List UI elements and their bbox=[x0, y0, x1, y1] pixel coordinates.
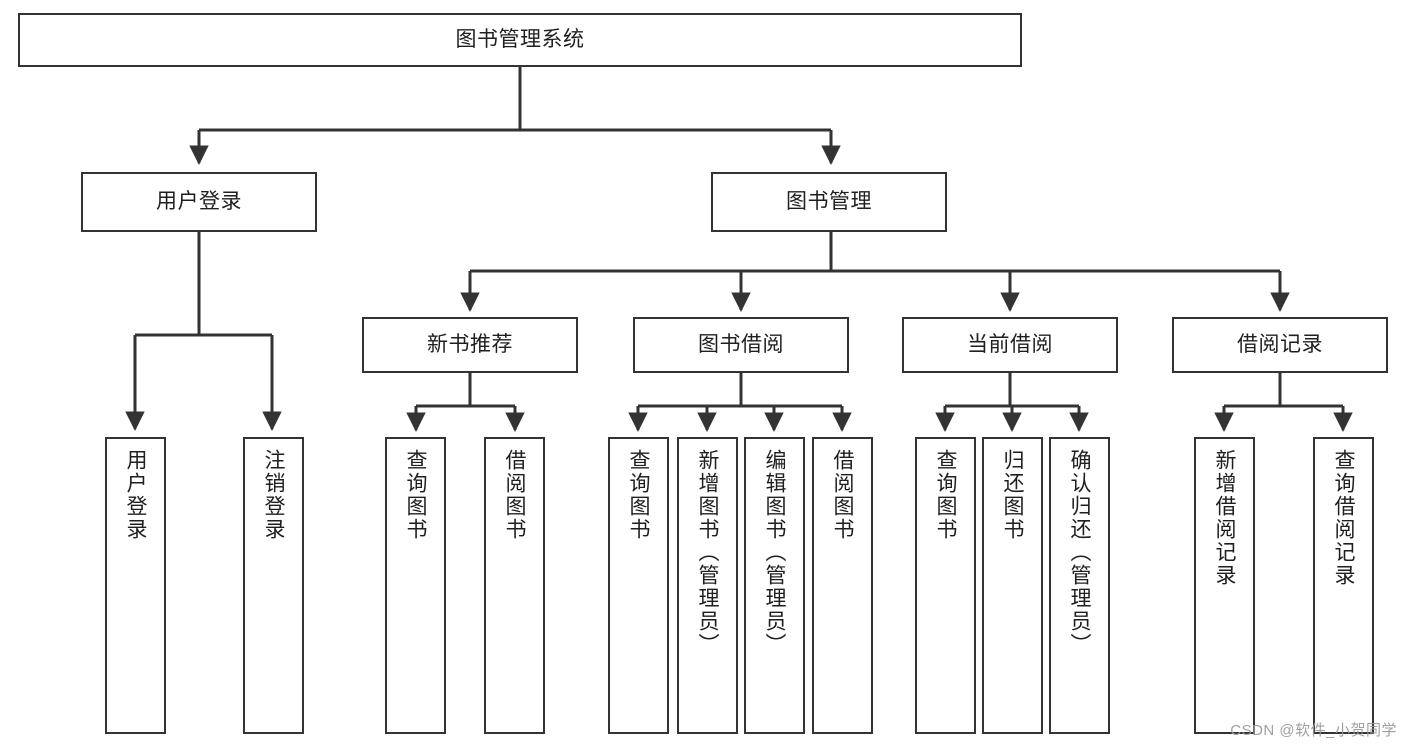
node-user-login-label: 用户登录 bbox=[156, 189, 242, 213]
node-leaf-add-book-label: 新增图书（管理员） bbox=[696, 449, 719, 656]
node-book-borrow[interactable]: 图书借阅 bbox=[633, 317, 849, 373]
node-leaf-borrow-book-1-label: 借阅图书 bbox=[503, 449, 526, 541]
node-root-label: 图书管理系统 bbox=[455, 27, 585, 51]
node-leaf-query-book-2[interactable]: 查询图书 bbox=[608, 437, 669, 734]
node-borrow-record-label: 借阅记录 bbox=[1237, 332, 1323, 356]
watermark-text: CSDN @软件_小贺同学 bbox=[1230, 722, 1397, 739]
node-leaf-add-record[interactable]: 新增借阅记录 bbox=[1194, 437, 1255, 734]
node-leaf-add-record-label: 新增借阅记录 bbox=[1213, 449, 1236, 587]
node-current-borrow[interactable]: 当前借阅 bbox=[902, 317, 1118, 373]
node-new-book-recommend[interactable]: 新书推荐 bbox=[362, 317, 578, 373]
node-leaf-user-login[interactable]: 用户登录 bbox=[105, 437, 166, 734]
node-leaf-edit-book-label: 编辑图书（管理员） bbox=[763, 449, 786, 656]
node-leaf-borrow-book-2[interactable]: 借阅图书 bbox=[812, 437, 873, 734]
node-leaf-confirm-return[interactable]: 确认归还（管理员） bbox=[1049, 437, 1110, 734]
node-leaf-user-logout-label: 注销登录 bbox=[262, 449, 285, 541]
node-leaf-query-book-1[interactable]: 查询图书 bbox=[385, 437, 446, 734]
node-leaf-user-login-label: 用户登录 bbox=[124, 449, 147, 541]
node-leaf-query-book-3-label: 查询图书 bbox=[934, 449, 957, 541]
node-leaf-return-book[interactable]: 归还图书 bbox=[982, 437, 1043, 734]
node-leaf-confirm-return-label: 确认归还（管理员） bbox=[1068, 449, 1091, 656]
node-leaf-query-record-label: 查询借阅记录 bbox=[1332, 449, 1355, 587]
node-leaf-user-logout[interactable]: 注销登录 bbox=[243, 437, 304, 734]
node-new-book-recommend-label: 新书推荐 bbox=[427, 332, 513, 356]
node-user-login[interactable]: 用户登录 bbox=[81, 172, 317, 232]
node-leaf-add-book[interactable]: 新增图书（管理员） bbox=[677, 437, 738, 734]
node-borrow-record[interactable]: 借阅记录 bbox=[1172, 317, 1388, 373]
node-leaf-edit-book[interactable]: 编辑图书（管理员） bbox=[744, 437, 805, 734]
node-leaf-query-book-1-label: 查询图书 bbox=[404, 449, 427, 541]
node-leaf-query-book-2-label: 查询图书 bbox=[627, 449, 650, 541]
node-leaf-query-book-3[interactable]: 查询图书 bbox=[915, 437, 976, 734]
node-book-management-label: 图书管理 bbox=[786, 189, 872, 213]
node-leaf-borrow-book-1[interactable]: 借阅图书 bbox=[484, 437, 545, 734]
node-current-borrow-label: 当前借阅 bbox=[967, 332, 1053, 356]
node-leaf-return-book-label: 归还图书 bbox=[1001, 449, 1024, 541]
node-leaf-borrow-book-2-label: 借阅图书 bbox=[831, 449, 854, 541]
node-book-management[interactable]: 图书管理 bbox=[711, 172, 947, 232]
node-book-borrow-label: 图书借阅 bbox=[698, 332, 784, 356]
node-leaf-query-record[interactable]: 查询借阅记录 bbox=[1313, 437, 1374, 734]
node-root[interactable]: 图书管理系统 bbox=[18, 13, 1022, 67]
